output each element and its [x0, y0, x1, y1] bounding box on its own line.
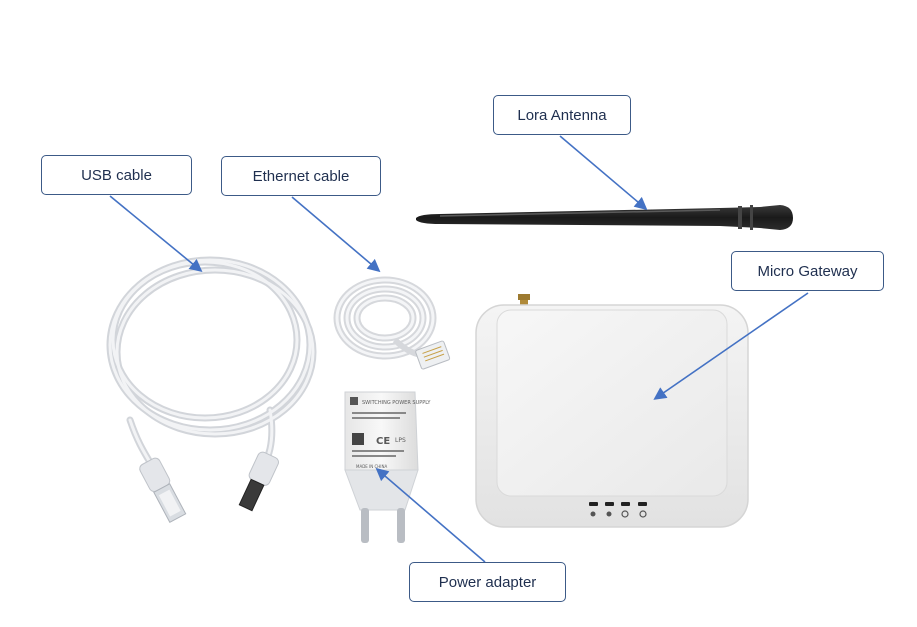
power-arrow: [375, 467, 486, 563]
callout-micro-gateway: Micro Gateway: [731, 251, 884, 291]
svg-text:SWITCHING POWER SUPPLY: SWITCHING POWER SUPPLY: [362, 400, 431, 406]
callout-power-adapter: Power adapter: [409, 562, 566, 602]
power-adapter: SWITCHING POWER SUPPLY CE LPS MADE IN CH…: [344, 391, 431, 543]
lora-arrow: [559, 135, 648, 211]
callout-usb-cable: USB cable: [41, 155, 192, 195]
lora-antenna: [416, 205, 793, 230]
micro-gateway: [475, 294, 749, 528]
ethernet-cable: [333, 276, 451, 370]
svg-text:CE: CE: [376, 436, 390, 447]
adapter-label: SWITCHING POWER SUPPLY CE LPS MADE IN CH…: [350, 397, 431, 469]
usb-cable: [106, 256, 317, 523]
svg-text:MADE IN CHINA: MADE IN CHINA: [356, 464, 387, 469]
gateway-arrow: [653, 292, 809, 400]
status-leds: [589, 502, 647, 518]
callout-lora-antenna: Lora Antenna: [493, 95, 631, 135]
callout-arrows: [109, 135, 809, 563]
callout-ethernet-cable: Ethernet cable: [221, 156, 381, 196]
svg-text:LPS: LPS: [395, 437, 406, 444]
ethernet-arrow: [291, 196, 381, 273]
usb-arrow: [109, 195, 203, 273]
